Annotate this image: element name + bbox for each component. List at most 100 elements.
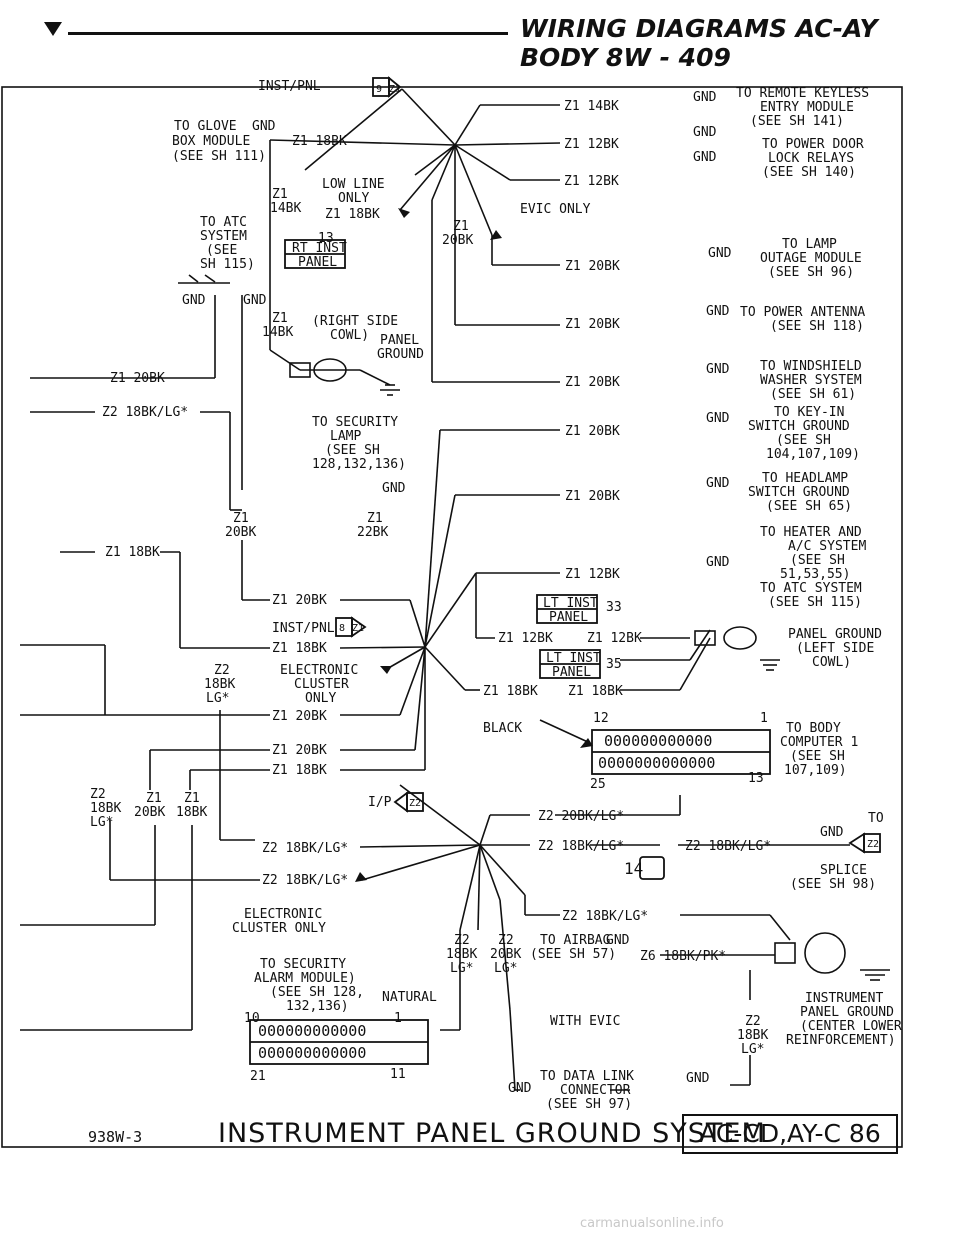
svg-text:ELECTRONIC: ELECTRONIC [280,663,358,678]
svg-text:Z1 20BK: Z1 20BK [272,709,327,724]
svg-text:(SEE SH: (SEE SH [776,433,831,448]
svg-text:TO KEY-IN: TO KEY-IN [774,405,844,420]
svg-text:TO LAMP: TO LAMP [782,237,837,252]
svg-text:(LEFT SIDE: (LEFT SIDE [796,641,874,656]
svg-text:ENTRY MODULE: ENTRY MODULE [760,100,854,115]
watermark: carmanualsonline.info [580,1216,724,1231]
svg-text:WASHER SYSTEM: WASHER SYSTEM [760,373,862,388]
svg-text:GND: GND [706,555,730,570]
svg-text:Z1: Z1 [146,791,162,806]
svg-text:33: 33 [606,600,622,615]
svg-text:TO DATA LINK: TO DATA LINK [540,1069,634,1084]
svg-text:11: 11 [390,1067,406,1082]
svg-text:NATURAL: NATURAL [382,990,437,1005]
diagram-frame [1,86,903,1148]
svg-text:LG*: LG* [494,961,517,976]
svg-text:Z1 12BK: Z1 12BK [564,137,619,152]
svg-text:20BK: 20BK [225,525,256,540]
svg-text:14: 14 [624,859,643,878]
svg-text:Z1: Z1 [389,84,401,95]
svg-text:18BK: 18BK [176,805,207,820]
svg-text:18BK: 18BK [446,947,477,962]
svg-text:Z1 12BK: Z1 12BK [498,631,553,646]
svg-text:Z1 12BK: Z1 12BK [587,631,642,646]
svg-text:0000000000000: 0000000000000 [598,754,715,772]
svg-text:(RIGHT SIDE: (RIGHT SIDE [312,314,398,329]
svg-text:TO WINDSHIELD: TO WINDSHIELD [760,359,862,374]
wiring-diagram: INST/PNL 9 Z1 TO GLOVE BOX MODULE (SEE S… [1,76,903,1148]
svg-text:20BK: 20BK [134,805,165,820]
diagram-code: 938W-3 [88,1128,143,1146]
svg-text:Z1 20BK: Z1 20BK [565,317,620,332]
svg-text:BLACK: BLACK [483,721,522,736]
svg-text:GND: GND [706,411,730,426]
svg-text:(SEE SH 57): (SEE SH 57) [530,947,616,962]
svg-text:000000000000: 000000000000 [258,1044,366,1062]
svg-text:REINFORCEMENT): REINFORCEMENT) [786,1033,896,1048]
svg-text:Z1 14BK: Z1 14BK [564,99,619,114]
svg-text:(SEE SH 97): (SEE SH 97) [546,1097,632,1112]
svg-text:CONNECTOR: CONNECTOR [560,1083,631,1098]
svg-text:SWITCH GROUND: SWITCH GROUND [748,419,850,434]
svg-text:TO ATC SYSTEM: TO ATC SYSTEM [760,581,862,596]
svg-text:ONLY: ONLY [338,191,369,206]
svg-text:Z2: Z2 [867,839,879,850]
svg-text:22BK: 22BK [357,525,388,540]
svg-text:Z2 18BK/LG*: Z2 18BK/LG* [262,841,348,856]
svg-text:1: 1 [394,1011,402,1026]
svg-text:Z2 18BK/LG*: Z2 18BK/LG* [262,873,348,888]
svg-text:(SEE: (SEE [206,243,237,258]
svg-text:Z1 12BK: Z1 12BK [565,567,620,582]
svg-text:18BK: 18BK [737,1028,768,1043]
svg-text:Z1: Z1 [184,791,200,806]
svg-text:Z1 18BK: Z1 18BK [272,641,327,656]
svg-text:COWL): COWL) [330,328,369,343]
svg-text:Z1 18BK: Z1 18BK [325,207,380,222]
svg-text:LOCK RELAYS: LOCK RELAYS [768,151,854,166]
svg-text:Z2 18BK/LG*: Z2 18BK/LG* [562,909,648,924]
svg-text:TO ATC: TO ATC [200,215,247,230]
svg-text:GND: GND [382,481,406,496]
svg-text:GND: GND [693,125,717,140]
svg-text:25: 25 [590,777,606,792]
svg-text:(SEE SH 65): (SEE SH 65) [766,499,852,514]
svg-text:Z2: Z2 [745,1014,761,1029]
svg-text:104,107,109): 104,107,109) [766,447,860,462]
svg-text:GND: GND [606,933,630,948]
svg-text:GND: GND [508,1081,532,1096]
svg-text:Z2: Z2 [454,933,470,948]
svg-text:TO: TO [868,811,884,826]
svg-text:ELECTRONIC: ELECTRONIC [244,907,322,922]
svg-text:(SEE SH 98): (SEE SH 98) [790,877,876,892]
svg-text:TO HEATER AND: TO HEATER AND [760,525,862,540]
eyelet-right-cowl [289,362,311,378]
eyelets [289,358,846,974]
labels: INST/PNL 9 Z1 TO GLOVE BOX MODULE (SEE S… [90,79,902,1112]
svg-text:13: 13 [748,771,764,786]
svg-text:18BK: 18BK [90,801,121,816]
svg-text:LG*: LG* [741,1042,764,1057]
svg-text:GND: GND [706,362,730,377]
svg-text:LAMP: LAMP [330,429,361,444]
svg-text:LT INST: LT INST [546,651,601,666]
splice-icon [639,856,665,880]
svg-text:A/C SYSTEM: A/C SYSTEM [788,539,866,554]
svg-text:TO HEADLAMP: TO HEADLAMP [762,471,848,486]
svg-text:Z2: Z2 [90,787,106,802]
svg-text:PANEL: PANEL [380,333,419,348]
svg-text:Z6 18BK/PK*: Z6 18BK/PK* [640,949,726,964]
svg-text:Z1: Z1 [352,623,364,634]
svg-text:PANEL: PANEL [552,665,591,680]
svg-text:000000000000: 000000000000 [604,732,712,750]
svg-text:(SEE SH: (SEE SH [325,443,380,458]
wire-z1-18bk-glove [304,88,403,171]
svg-text:(SEE SH 140): (SEE SH 140) [762,165,856,180]
svg-text:GND: GND [243,293,267,308]
page-header: WIRING DIAGRAMS AC-AY BODY 8W - 409 [0,0,960,72]
svg-text:(SEE SH: (SEE SH [790,749,845,764]
svg-text:TO SECURITY: TO SECURITY [260,957,346,972]
svg-text:Z1 20BK: Z1 20BK [565,375,620,390]
svg-text:(SEE SH 96): (SEE SH 96) [768,265,854,280]
svg-text:1: 1 [760,711,768,726]
svg-text:20BK: 20BK [442,233,473,248]
